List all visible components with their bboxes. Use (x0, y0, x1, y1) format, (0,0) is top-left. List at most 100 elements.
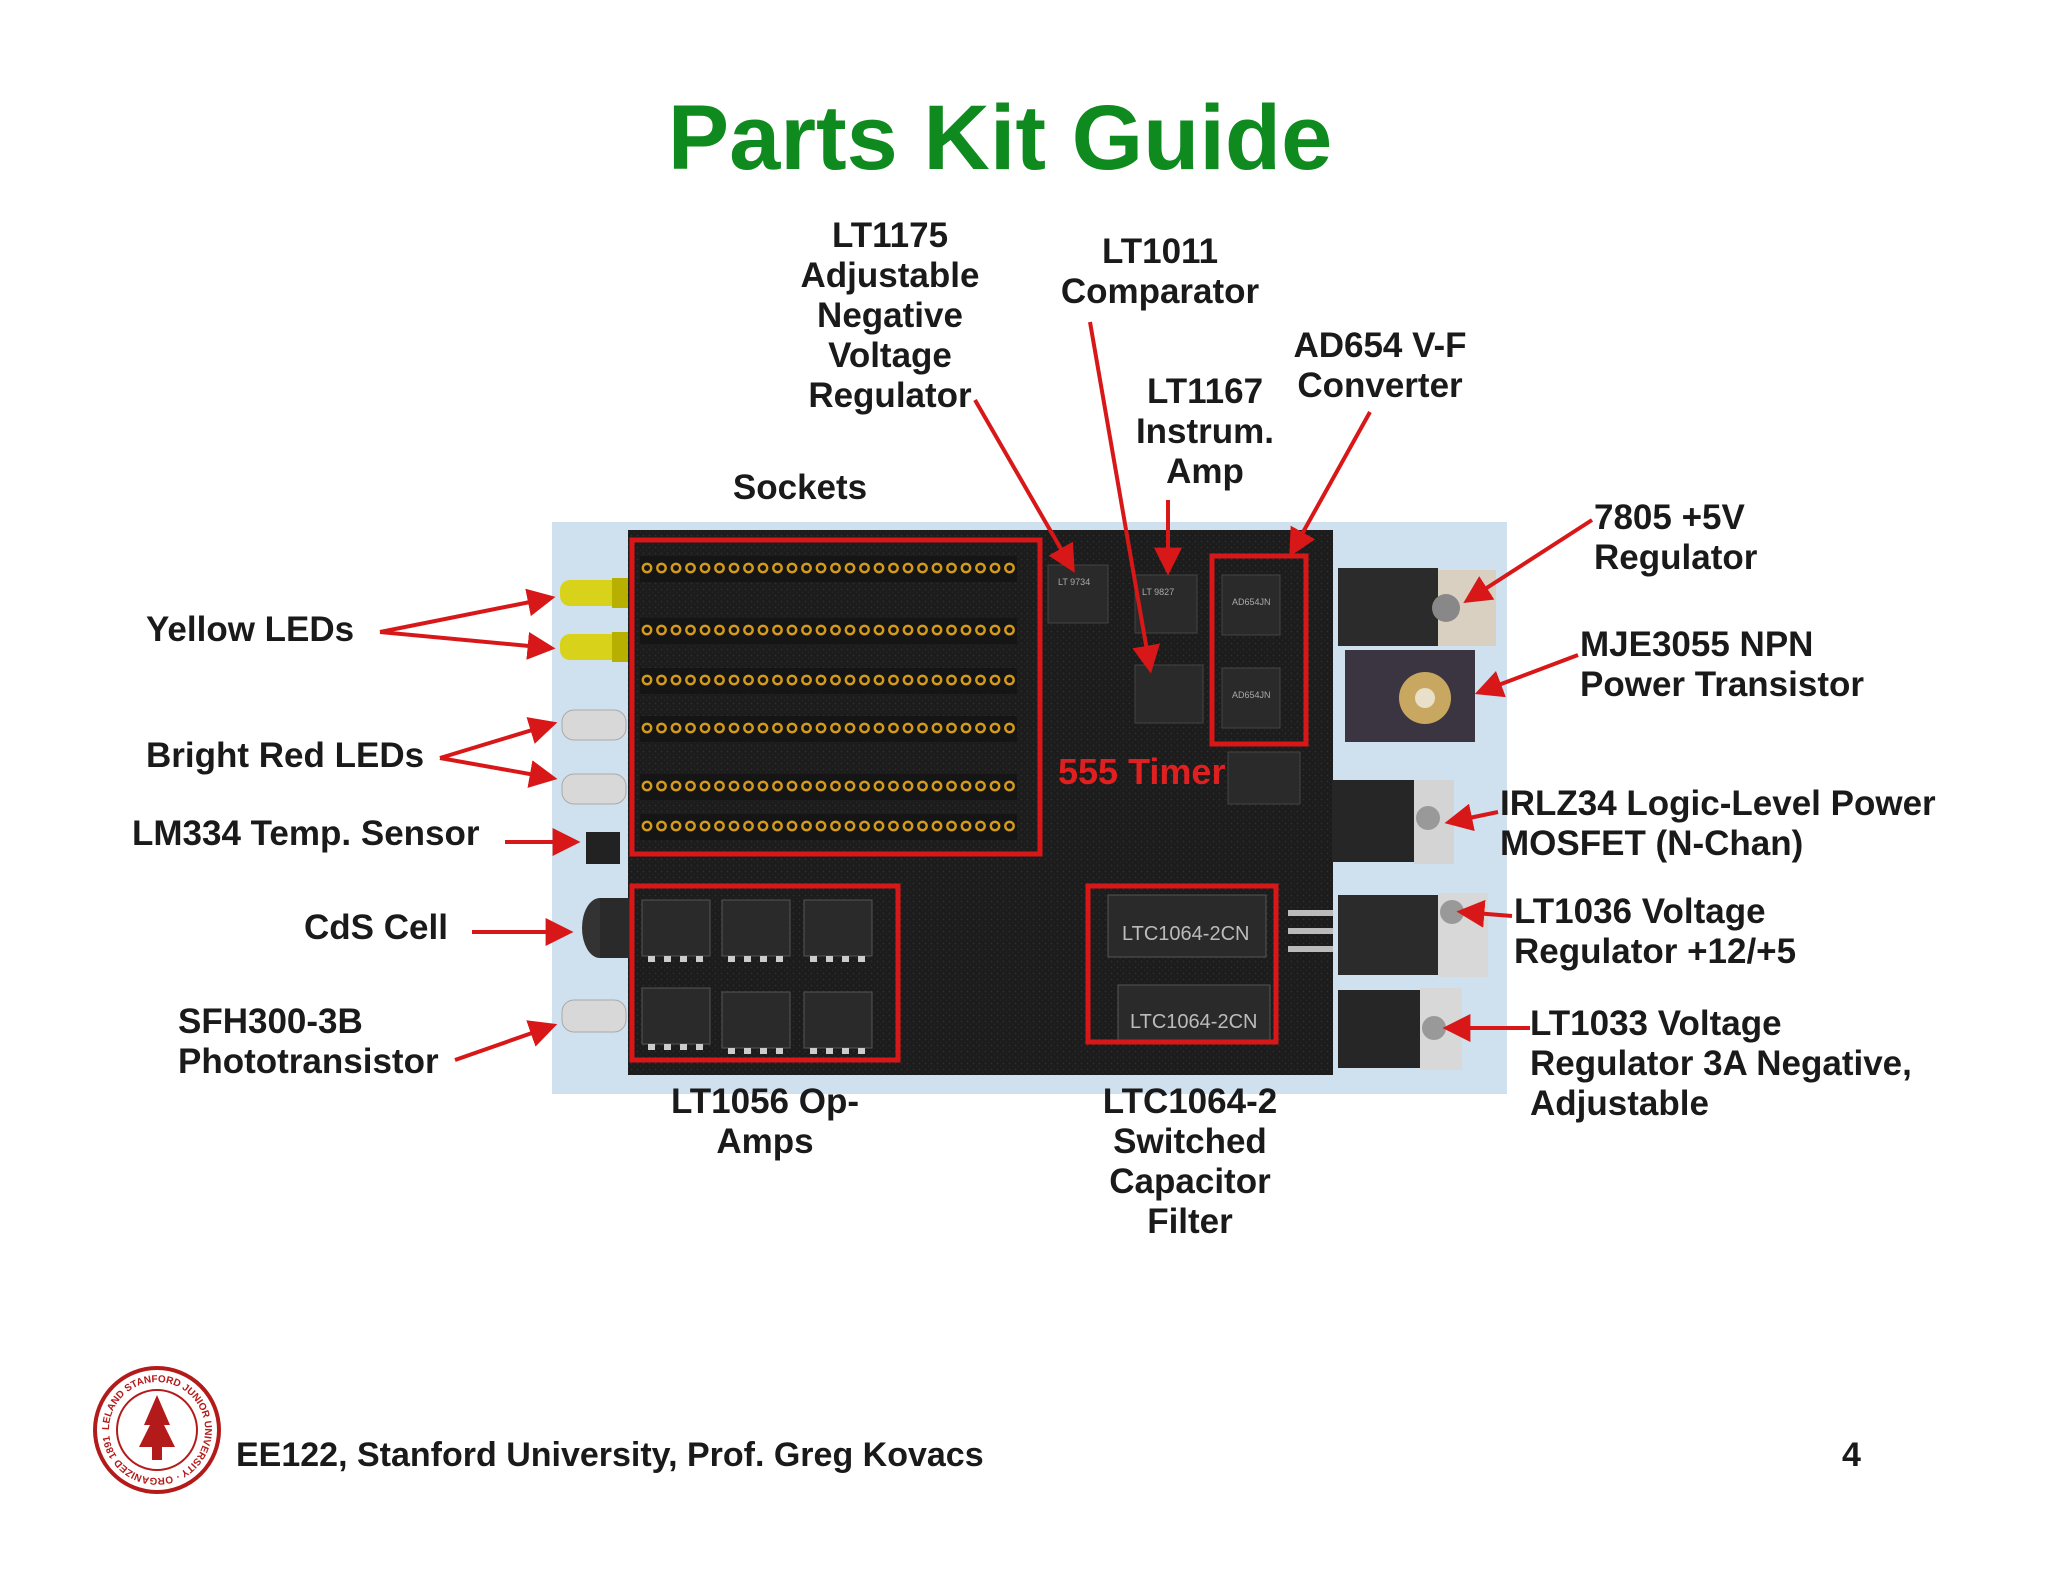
socket-pin (960, 820, 972, 832)
socket-pin (815, 780, 827, 792)
socket-pin (859, 624, 870, 636)
chip-pin (648, 1044, 655, 1050)
socket-pin (699, 562, 711, 574)
socket-pin (989, 562, 1001, 574)
socket-pin (641, 722, 653, 734)
irlz34-device (1332, 780, 1454, 864)
arrow-ad654 (1289, 411, 1372, 557)
socket-pin (685, 722, 696, 734)
svg-text:LT 9734: LT 9734 (1058, 577, 1090, 587)
socket-pin (873, 624, 885, 636)
arrow-yellow-led-1 (379, 588, 556, 634)
socket-pin (656, 820, 667, 832)
chip-pin (826, 956, 833, 962)
socket-pin (801, 780, 812, 792)
chip-pin (648, 956, 655, 962)
socket-pin (757, 562, 769, 574)
socket-pin (888, 820, 899, 832)
socket-pin (917, 674, 928, 686)
socket-pin (917, 820, 928, 832)
socket-pin (757, 624, 769, 636)
socket-pin (815, 820, 827, 832)
socket-pin (786, 624, 798, 636)
socket-pin (844, 674, 856, 686)
socket-pin (1004, 562, 1015, 574)
chip-555-timer (1227, 751, 1301, 805)
chip-pin (664, 1044, 671, 1050)
socket-pin (989, 674, 1001, 686)
socket-row (640, 618, 1017, 644)
cds-cell (582, 898, 630, 958)
socket-pin (743, 780, 754, 792)
svg-text:LT 9827: LT 9827 (1142, 587, 1174, 597)
arrow-sfh300 (454, 1020, 558, 1062)
socket-pin (656, 624, 667, 636)
chip-pin (728, 956, 735, 962)
socket-pin (670, 624, 682, 636)
ltc1064-highlight-box (1085, 883, 1279, 1045)
socket-pin (844, 562, 856, 574)
socket-pin (801, 562, 812, 574)
socket-pin (946, 562, 957, 574)
lm334-sensor (586, 832, 620, 864)
socket-row (640, 556, 1017, 582)
socket-pin (902, 624, 914, 636)
socket-pin (859, 562, 870, 574)
op-amp-chip (803, 899, 873, 957)
socket-pin (931, 820, 943, 832)
socket-pin (728, 780, 740, 792)
chip-ltc1064-bottom: LTC1064-2CN (1117, 984, 1271, 1044)
socket-pin (917, 780, 928, 792)
arrow-red-led-2 (439, 756, 558, 788)
socket-pin (946, 820, 957, 832)
socket-pin (888, 674, 899, 686)
lt1036-device (1288, 893, 1488, 977)
chip-pin (728, 1048, 735, 1054)
chip-pin (696, 956, 703, 962)
socket-pin (931, 780, 943, 792)
socket-pin (888, 780, 899, 792)
socket-pin (801, 722, 812, 734)
socket-pin (786, 562, 798, 574)
socket-pin (960, 722, 972, 734)
slide-title: Parts Kit Guide (667, 87, 1333, 189)
socket-pin (786, 722, 798, 734)
socket-pin (772, 722, 783, 734)
socket-pin (931, 674, 943, 686)
socket-pin (786, 674, 798, 686)
label-lt1036: LT1036 Voltage Regulator +12/+5 (1514, 892, 1797, 971)
socket-pin (917, 562, 928, 574)
chip-pin (842, 956, 849, 962)
chip-pin (696, 1044, 703, 1050)
chip-pin (744, 956, 751, 962)
chip-lt1011 (1134, 664, 1204, 724)
socket-pin (844, 624, 856, 636)
socket-pin (641, 780, 653, 792)
socket-pin (960, 674, 972, 686)
socket-pin (989, 624, 1001, 636)
chip-pin (760, 1048, 767, 1054)
arrow-mje3055 (1474, 653, 1579, 698)
socket-pin (1004, 820, 1015, 832)
label-bright-red-leds: Bright Red LEDs (146, 736, 425, 775)
arrow-yellow-led-2 (379, 630, 556, 660)
socket-pin (743, 562, 754, 574)
socket-pin (801, 820, 812, 832)
svg-text:AD654JN: AD654JN (1232, 690, 1271, 700)
socket-pin (902, 722, 914, 734)
socket-row (640, 774, 1017, 800)
arrow-lt1036 (1456, 899, 1513, 928)
socket-pin (815, 562, 827, 574)
socket-pin (873, 722, 885, 734)
socket-pin (656, 780, 667, 792)
chip-ad654-bottom: AD654JN (1221, 667, 1281, 729)
socket-pin (656, 562, 667, 574)
chip-pin (826, 1048, 833, 1054)
chip-pin (842, 1048, 849, 1054)
bright-red-led-1 (561, 709, 627, 741)
socket-row (640, 716, 1017, 742)
socket-pin (685, 780, 696, 792)
socket-pin (1004, 624, 1015, 636)
socket-pin (641, 624, 653, 636)
